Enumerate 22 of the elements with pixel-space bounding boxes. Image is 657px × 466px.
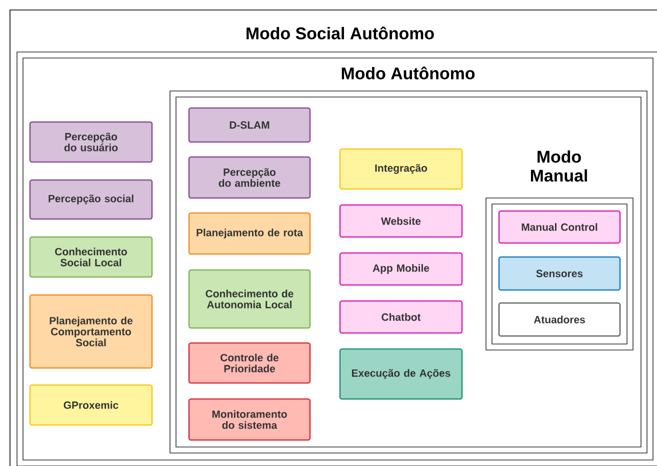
process-box: Planejamento de Comportamento Social — [29, 294, 153, 369]
process-box: Controle de Prioridade — [188, 342, 311, 384]
process-box: Sensores — [498, 256, 621, 291]
heading: Modo Manual — [530, 150, 587, 182]
process-box: D-SLAM — [188, 107, 311, 143]
process-box: App Mobile — [339, 252, 463, 286]
process-box: Conhecimento Social Local — [29, 236, 153, 278]
process-box: Chatbot — [339, 300, 463, 334]
process-box: Planejamento de rota — [188, 212, 311, 255]
process-box: Conhecimento de Autonomia Local — [188, 269, 311, 329]
heading: Modo Autônomo — [342, 66, 475, 80]
process-box: GProxemic — [29, 384, 153, 426]
heading: Modo Social Autônomo — [246, 26, 434, 40]
process-box: Monitoramento do sistema — [188, 398, 311, 441]
process-box: Integração — [339, 148, 463, 190]
process-box: Percepção social — [29, 179, 153, 220]
process-box: Website — [339, 204, 463, 238]
process-box: Atuadores — [498, 302, 621, 337]
process-box: Execução de Ações — [339, 348, 463, 400]
process-box: Manual Control — [498, 210, 621, 244]
process-box: Percepção do ambiente — [188, 156, 311, 199]
process-box: Percepção do usuário — [29, 121, 153, 163]
